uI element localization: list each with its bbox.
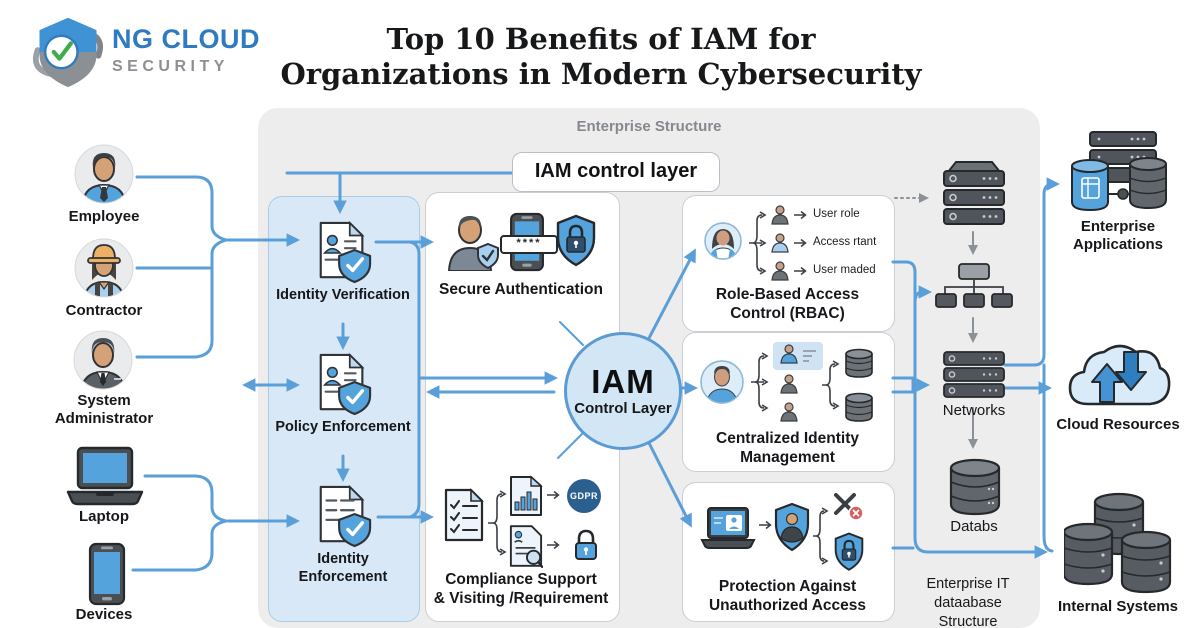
sysadmin-label: System Administrator xyxy=(54,392,154,427)
rbac-branch-icon xyxy=(748,205,770,281)
employee-label: Employee xyxy=(68,208,140,225)
compliance-branch-icon xyxy=(487,486,507,560)
networks-server-icon xyxy=(942,350,1006,400)
database-cylinder-icon xyxy=(948,458,1002,516)
rbac-item-label: User maded xyxy=(813,264,876,276)
user-icon xyxy=(770,233,790,253)
auth-user-icon xyxy=(447,213,499,271)
contractor-avatar-icon xyxy=(74,238,134,298)
internal-systems-label: Internal Systems xyxy=(1057,598,1179,615)
cim-user-avatar-icon xyxy=(700,360,744,404)
logo-subtitle: SECURITY xyxy=(112,58,229,75)
cim-merge-icon xyxy=(821,355,843,415)
logo-shield-icon xyxy=(30,12,106,92)
user-icon xyxy=(779,344,799,364)
identity-enforcement-icon xyxy=(313,484,373,548)
rbac-item-label: User role xyxy=(813,208,860,220)
identity-verification-icon xyxy=(313,220,373,284)
compliance-checklist-icon xyxy=(443,488,485,542)
sysadmin-avatar-icon xyxy=(73,330,133,390)
arrow-right-icon xyxy=(758,520,774,530)
compliance-label: Compliance Support & Visiting /Requireme… xyxy=(430,571,612,608)
cim-branch-icon xyxy=(750,350,770,414)
iam-hub-subtitle: Control Layer xyxy=(574,400,672,417)
arrow-right-icon xyxy=(546,540,562,550)
infra-caption: Enterprise IT dataabase Structure xyxy=(926,576,1010,628)
devices-phone-icon xyxy=(86,542,128,606)
user-icon xyxy=(770,205,790,225)
cim-title: Centralized Identity Management xyxy=(716,430,859,466)
iam-hub-title: IAM xyxy=(591,363,655,400)
access-denied-icon xyxy=(832,492,864,522)
contractor-label: Contractor xyxy=(65,302,143,319)
laptop-label: Laptop xyxy=(79,508,129,525)
arrow-right-icon xyxy=(793,266,809,276)
user-icon xyxy=(779,374,799,394)
shield-lock-icon xyxy=(834,532,864,572)
pua-branch-icon xyxy=(812,503,830,569)
padlock-icon xyxy=(573,528,599,562)
networks-label: Networks xyxy=(942,402,1006,419)
report-chart-doc-icon xyxy=(509,475,543,517)
logo-name: NG CLOUD xyxy=(112,24,260,54)
policy-enforcement-icon xyxy=(313,352,373,416)
passcode-field: **** xyxy=(500,235,558,254)
laptop-icon xyxy=(62,446,148,508)
pua-title: Protection Against Unauthorized Access xyxy=(708,578,867,614)
compliance-label-line2: & Visiting /Requirement xyxy=(433,589,609,607)
cloud-resources-icon xyxy=(1062,334,1172,414)
cloud-resources-label: Cloud Resources xyxy=(1056,416,1180,433)
database-icon xyxy=(843,348,875,378)
login-laptop-icon xyxy=(700,506,756,550)
server-stack-icon xyxy=(940,158,1008,228)
internal-systems-icon xyxy=(1064,492,1174,594)
iam-control-layer-box: IAM control layer xyxy=(512,152,720,192)
arrow-right-icon xyxy=(793,210,809,220)
devices-label: Devices xyxy=(75,606,133,623)
secure-authentication-label: Secure Authentication xyxy=(439,281,603,298)
employee-avatar-icon xyxy=(74,144,134,204)
rbac-item-label: Access rtant xyxy=(813,236,877,248)
identity-enforcement-label: Identity Enforcement xyxy=(298,551,388,586)
user-icon xyxy=(770,261,790,281)
enterprise-apps-label: Enterprise Applications xyxy=(1072,218,1163,253)
audit-doc-icon xyxy=(509,524,543,568)
enterprise-structure-label: Enterprise Structure xyxy=(576,118,722,135)
network-topology-icon xyxy=(935,262,1013,312)
shield-user-icon xyxy=(774,502,810,552)
page-title: Top 10 Benefits of IAM for Organizations… xyxy=(280,22,922,92)
enterprise-apps-icon xyxy=(1068,130,1170,218)
logo-text: NG CLOUD SECURITY xyxy=(112,26,260,75)
user-icon xyxy=(779,402,799,422)
iam-control-layer-hub: IAM Control Layer xyxy=(564,332,682,450)
arrow-right-icon xyxy=(793,238,809,248)
database-icon xyxy=(843,392,875,422)
arrow-right-icon xyxy=(546,490,562,500)
compliance-label-line1: Compliance Support xyxy=(445,571,597,588)
policy-enforcement-label: Policy Enforcement xyxy=(275,419,411,435)
identity-verification-label: Identity Verification xyxy=(276,287,410,303)
rbac-admin-avatar-icon xyxy=(704,222,742,260)
auth-shield-lock-icon xyxy=(556,214,596,268)
gdpr-badge: GDPR xyxy=(567,479,601,513)
rbac-box xyxy=(682,195,895,332)
database-label: Databs xyxy=(950,518,998,535)
rbac-title: Role-Based Access Control (RBAC) xyxy=(715,286,860,322)
